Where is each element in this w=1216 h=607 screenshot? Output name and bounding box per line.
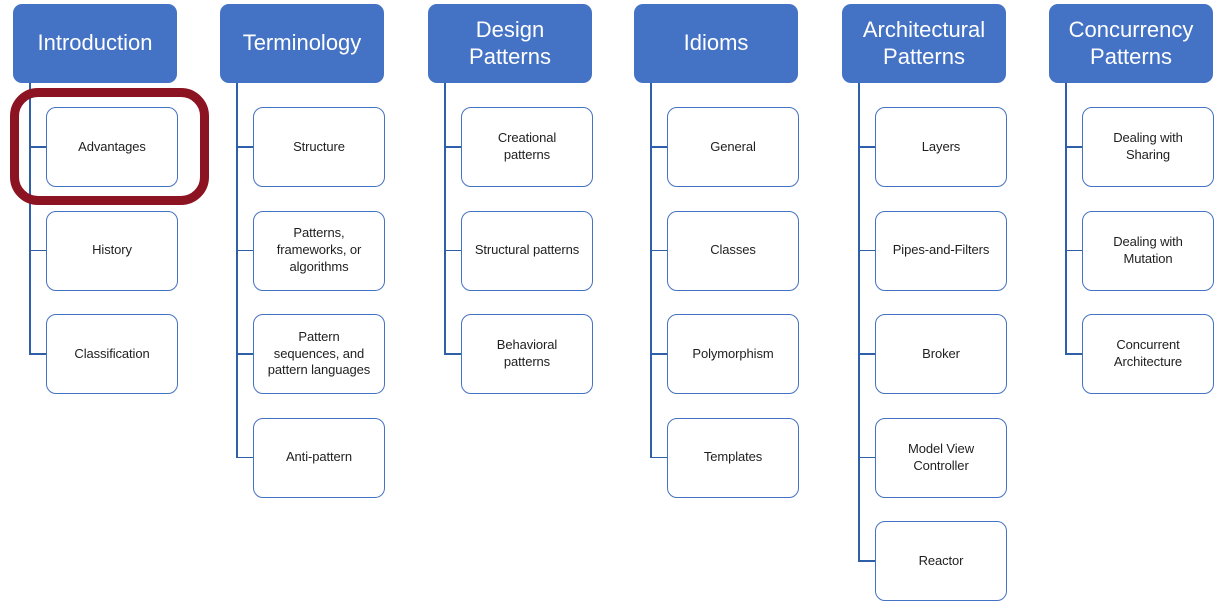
node-model-view-controller: Model View Controller [875, 417, 1007, 498]
node-layers: Layers [875, 107, 1007, 187]
connector-stub-history [29, 249, 46, 252]
node-label-patterns-frameworks-or-algorithms: Patterns, frameworks, or algorithms [276, 225, 362, 274]
connector-trunk-architectural-patterns [858, 83, 860, 562]
connector-stub-broker [858, 353, 875, 355]
connector-stub-polymorphism [650, 353, 667, 355]
header-label-architectural-patterns: Architectural Patterns [862, 16, 986, 69]
node-reactor: Reactor [875, 521, 1007, 601]
header-label-introduction: Introduction [37, 30, 153, 56]
node-creational-patterns: Creational patterns [461, 107, 593, 187]
connector-stub-general [650, 146, 667, 148]
connector-trunk-design-patterns [444, 83, 446, 355]
node-structure: Structure [253, 107, 385, 187]
connector-stub-structure [236, 146, 253, 148]
node-label-dealing-with-sharing: Dealing with Sharing [1113, 130, 1183, 162]
node-label-advantages: Advantages [78, 138, 146, 154]
node-label-model-view-controller: Model View Controller [908, 440, 974, 473]
node-structural-patterns: Structural patterns [461, 210, 593, 291]
connector-stub-layers [858, 146, 875, 148]
node-label-pipes-and-filters: Pipes-and-Filters [892, 242, 990, 258]
connector-stub-advantages [29, 146, 46, 148]
connector-trunk-concurrency-patterns [1065, 83, 1067, 355]
node-label-broker: Broker [922, 345, 960, 361]
node-general: General [667, 107, 799, 187]
node-label-concurrent-architecture: Concurrent Architecture [1113, 337, 1183, 369]
node-label-reactor: Reactor [918, 552, 964, 568]
node-label-polymorphism: Polymorphism [692, 345, 774, 361]
node-templates: Templates [667, 417, 799, 498]
header-design-patterns: Design Patterns [428, 4, 592, 83]
node-dealing-with-sharing: Dealing with Sharing [1082, 107, 1214, 187]
connector-stub-creational-patterns [444, 146, 461, 148]
header-terminology: Terminology [220, 4, 384, 83]
node-classes: Classes [667, 210, 799, 291]
node-label-structure: Structure [293, 138, 345, 154]
header-label-concurrency-patterns: Concurrency Patterns [1068, 16, 1194, 69]
node-label-anti-pattern: Anti-pattern [285, 449, 352, 465]
node-label-classification: Classification [74, 345, 150, 361]
node-patterns-frameworks-or-algorithms: Patterns, frameworks, or algorithms [253, 210, 385, 291]
connector-stub-dealing-with-mutation [1065, 249, 1082, 252]
node-anti-pattern: Anti-pattern [253, 417, 385, 498]
header-idioms: Idioms [634, 4, 798, 83]
header-label-design-patterns: Design Patterns [469, 16, 551, 69]
node-pattern-sequences-and-pattern-languages: Pattern sequences, and pattern languages [253, 314, 385, 394]
connector-stub-model-view-controller [858, 456, 875, 459]
node-concurrent-architecture: Concurrent Architecture [1082, 314, 1214, 394]
connector-stub-structural-patterns [444, 249, 461, 252]
connector-trunk-terminology [236, 83, 238, 459]
connector-stub-concurrent-architecture [1065, 353, 1082, 355]
node-label-dealing-with-mutation: Dealing with Mutation [1113, 233, 1183, 266]
connector-stub-classification [29, 353, 46, 355]
node-label-structural-patterns: Structural patterns [474, 242, 580, 258]
connector-stub-behavioral-patterns [444, 353, 461, 355]
connector-stub-patterns-frameworks-or-algorithms [236, 249, 253, 252]
node-history: History [46, 210, 178, 291]
header-label-terminology: Terminology [242, 30, 362, 56]
node-label-history: History [92, 242, 132, 258]
node-advantages: Advantages [46, 107, 178, 187]
node-label-general: General [710, 138, 756, 154]
node-label-pattern-sequences-and-pattern-languages: Pattern sequences, and pattern languages [267, 328, 371, 378]
connector-trunk-idioms [650, 83, 652, 459]
connector-stub-anti-pattern [236, 456, 253, 459]
node-polymorphism: Polymorphism [667, 314, 799, 394]
node-pipes-and-filters: Pipes-and-Filters [875, 210, 1007, 291]
connector-stub-classes [650, 249, 667, 252]
header-architectural-patterns: Architectural Patterns [842, 4, 1006, 83]
node-behavioral-patterns: Behavioral patterns [461, 314, 593, 394]
node-label-layers: Layers [921, 138, 961, 154]
node-label-behavioral-patterns: Behavioral patterns [496, 337, 558, 369]
header-concurrency-patterns: Concurrency Patterns [1049, 4, 1213, 83]
node-label-creational-patterns: Creational patterns [497, 130, 557, 162]
header-introduction: Introduction [13, 4, 177, 83]
connector-stub-dealing-with-sharing [1065, 146, 1082, 148]
node-classification: Classification [46, 314, 178, 394]
connector-stub-reactor [858, 560, 875, 562]
node-dealing-with-mutation: Dealing with Mutation [1082, 210, 1214, 291]
connector-stub-templates [650, 456, 667, 459]
connector-trunk-introduction [29, 83, 31, 355]
connector-stub-pipes-and-filters [858, 249, 875, 252]
node-label-classes: Classes [710, 242, 756, 258]
node-label-templates: Templates [703, 449, 763, 465]
node-broker: Broker [875, 314, 1007, 394]
connector-stub-pattern-sequences-and-pattern-languages [236, 353, 253, 355]
header-label-idioms: Idioms [683, 30, 749, 56]
